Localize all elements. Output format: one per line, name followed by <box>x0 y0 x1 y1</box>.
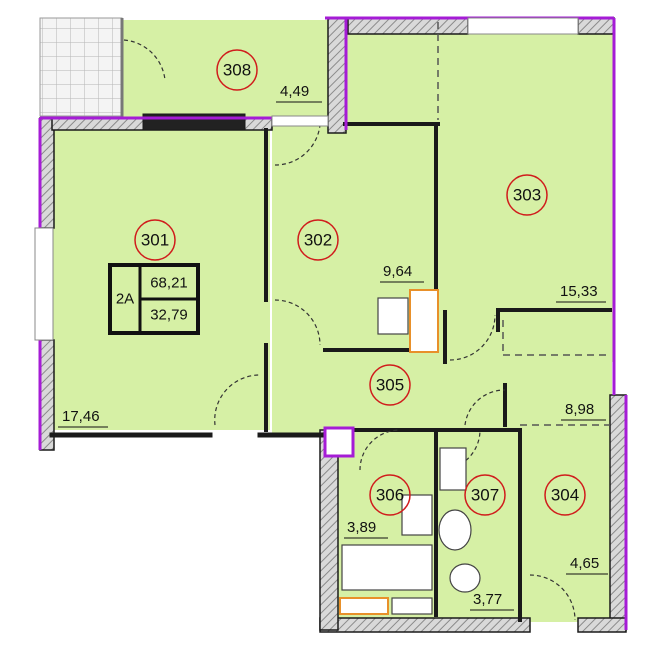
room-areas: 17,46 9,64 15,33 4,65 8,98 3,89 3,77 4,4… <box>58 83 608 611</box>
room-301-area: 17,46 <box>62 408 100 425</box>
toilet <box>449 563 481 593</box>
room-305-area: 8,98 <box>565 401 594 418</box>
shelf <box>391 597 433 615</box>
dashed-boundaries <box>437 22 610 426</box>
wall-bottom-right <box>577 617 627 633</box>
room-306-circle <box>369 474 411 516</box>
room-307-id: 307 <box>471 486 499 505</box>
cabinet-307 <box>439 447 467 491</box>
wall-308-right <box>327 17 347 134</box>
room-306-area: 3,89 <box>347 519 376 536</box>
room-301-circle <box>134 219 176 261</box>
door-301 <box>214 374 261 426</box>
kitchen-stove <box>409 289 439 353</box>
door-302 <box>274 124 321 166</box>
door-303 <box>449 314 496 361</box>
room-308-id: 308 <box>223 61 251 80</box>
room-303-id: 303 <box>513 186 541 205</box>
wall-bottom-bath <box>319 617 531 633</box>
window-top-left <box>271 115 329 127</box>
bath-sink <box>401 494 433 536</box>
room-307-circle <box>464 474 506 516</box>
wall-top-right <box>347 17 469 35</box>
room-304-area: 4,65 <box>570 555 599 572</box>
door-302-lower <box>274 299 321 346</box>
room-301-id: 301 <box>141 231 169 250</box>
apartment-badge: 2А 68,21 32,79 <box>108 263 200 335</box>
room-304-id: 304 <box>551 486 579 505</box>
fixtures <box>339 289 481 615</box>
column <box>323 426 355 458</box>
room-308-circle <box>216 49 258 91</box>
balcony <box>39 17 123 117</box>
washer <box>339 597 389 615</box>
room-303-circle <box>506 174 548 216</box>
room-302-circle <box>297 219 339 261</box>
room-308-area: 4,49 <box>280 83 309 100</box>
windows <box>34 17 579 341</box>
door-swings <box>123 39 576 621</box>
room-302-area: 9,64 <box>383 263 412 280</box>
room-305-id: 305 <box>376 376 404 395</box>
apartment-living-area: 32,79 <box>150 307 188 324</box>
door-306 <box>359 429 401 471</box>
wall-left-upper <box>39 117 55 229</box>
floor-room-308 <box>122 20 328 120</box>
apartment-total-area: 68,21 <box>150 275 188 292</box>
room-ids: 301 302 303 304 305 306 307 308 <box>141 61 579 505</box>
window-top <box>467 17 579 35</box>
wall-right-lower <box>609 394 627 631</box>
room-302-id: 302 <box>304 231 332 250</box>
room-304-circle <box>544 474 586 516</box>
basin-307 <box>438 509 472 551</box>
door-304 <box>529 574 576 621</box>
bathtub <box>341 544 433 591</box>
room-306-id: 306 <box>376 486 404 505</box>
door-305 <box>464 389 506 426</box>
room-305-circle <box>369 364 411 406</box>
door-307 <box>439 429 481 471</box>
wall-left-bath <box>319 429 339 631</box>
wall-top-right-corner <box>577 17 615 35</box>
room-labels <box>134 49 586 516</box>
floor-room-301 <box>52 130 270 430</box>
kitchen-sink <box>377 297 409 335</box>
floor-areas <box>52 20 613 622</box>
room-307-area: 3,77 <box>473 591 502 608</box>
room-303-area: 15,33 <box>560 283 598 300</box>
door-308 <box>123 39 166 81</box>
wall-window-block <box>142 113 246 131</box>
window-left <box>34 227 54 341</box>
apartment-type: 2А <box>116 291 134 308</box>
